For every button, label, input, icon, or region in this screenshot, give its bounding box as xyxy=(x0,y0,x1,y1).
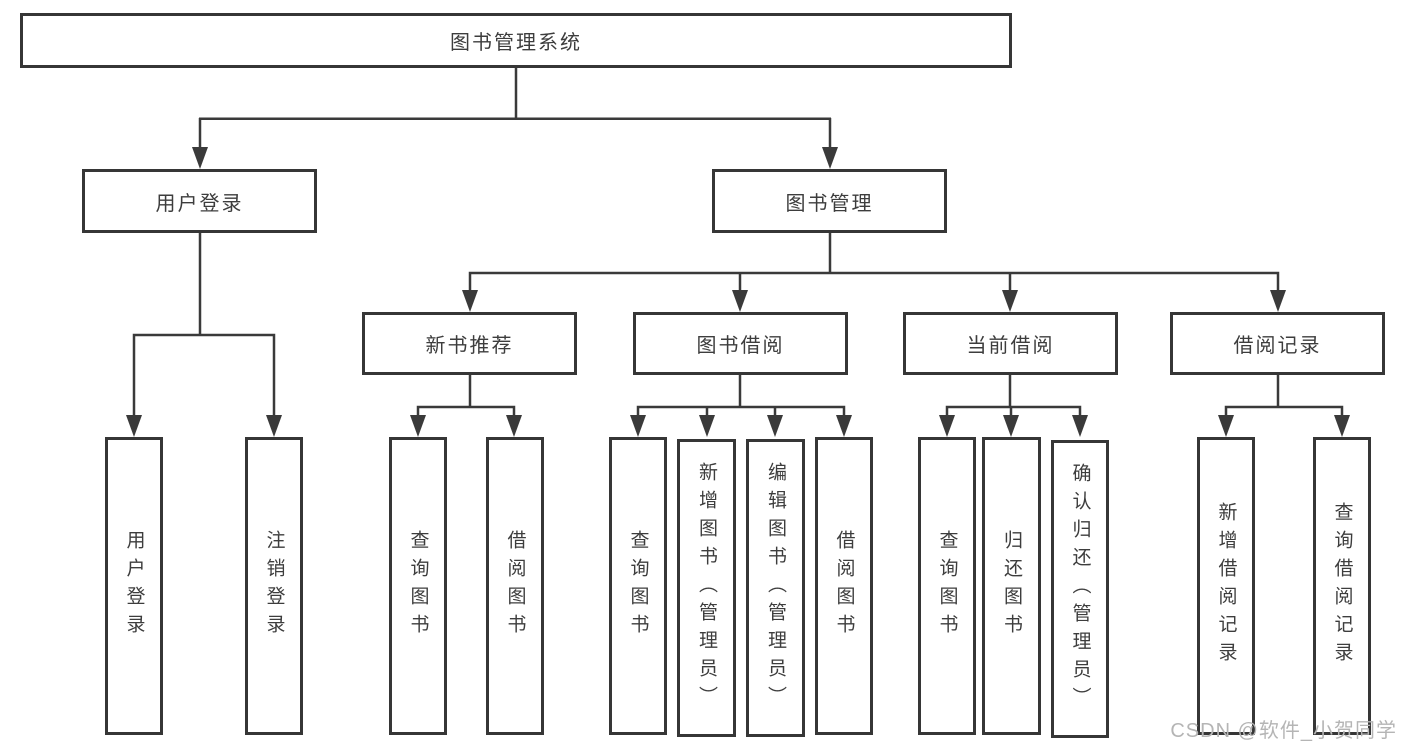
arrow-icon xyxy=(410,415,426,437)
arrow-icon xyxy=(836,415,852,437)
leaf-add-books-admin: 新增图书（管理员） xyxy=(677,439,736,737)
leaf-logout: 注销登录 xyxy=(245,437,303,735)
leaf-query-borrow-record: 查询借阅记录 xyxy=(1313,437,1371,735)
leaf-borrow-books: 借阅图书 xyxy=(815,437,873,735)
arrow-icon xyxy=(506,415,522,437)
node-library-management-system: 图书管理系统 xyxy=(20,13,1012,68)
node-user-login: 用户登录 xyxy=(82,169,317,233)
edge-userlogin-to-leaves xyxy=(132,233,276,420)
leaf-query-books-current: 查询图书 xyxy=(918,437,976,735)
edge-root-to-level2 xyxy=(198,68,832,152)
arrow-icon xyxy=(1334,415,1350,437)
csdn-watermark: CSDN @软件_小贺同学 xyxy=(1170,720,1397,742)
arrow-icon xyxy=(266,415,282,437)
arrowheads xyxy=(126,147,1350,437)
edge-currentborrow-to-leaves xyxy=(945,375,1082,420)
leaf-add-borrow-record: 新增借阅记录 xyxy=(1197,437,1255,735)
edge-records-to-leaves xyxy=(1224,375,1344,420)
node-current-borrowing: 当前借阅 xyxy=(903,312,1118,375)
leaf-user-login: 用户登录 xyxy=(105,437,163,735)
arrow-icon xyxy=(1270,290,1286,312)
arrow-icon xyxy=(699,415,715,437)
leaf-query-books-recommend: 查询图书 xyxy=(389,437,447,735)
arrow-icon xyxy=(1002,290,1018,312)
edge-newbook-to-leaves xyxy=(416,375,516,420)
arrow-icon xyxy=(1003,415,1019,437)
arrow-icon xyxy=(192,147,208,169)
node-new-book-recommendation: 新书推荐 xyxy=(362,312,577,375)
arrow-icon xyxy=(822,147,838,169)
arrow-icon xyxy=(1218,415,1234,437)
leaf-confirm-return-admin: 确认归还（管理员） xyxy=(1051,440,1109,738)
arrow-icon xyxy=(767,415,783,437)
leaf-query-books-borrow: 查询图书 xyxy=(609,437,667,735)
arrow-icon xyxy=(462,290,478,312)
leaf-return-books: 归还图书 xyxy=(982,437,1041,735)
leaf-borrow-books-recommend: 借阅图书 xyxy=(486,437,544,735)
edge-bookborrow-to-leaves xyxy=(636,375,846,420)
node-borrowing-records: 借阅记录 xyxy=(1170,312,1385,375)
arrow-icon xyxy=(1072,415,1088,437)
leaf-edit-books-admin: 编辑图书（管理员） xyxy=(746,439,805,737)
edge-bookmgmt-to-level3 xyxy=(468,233,1280,295)
node-book-management: 图书管理 xyxy=(712,169,947,233)
node-book-borrowing: 图书借阅 xyxy=(633,312,848,375)
arrow-icon xyxy=(126,415,142,437)
arrow-icon xyxy=(939,415,955,437)
arrow-icon xyxy=(630,415,646,437)
arrow-icon xyxy=(732,290,748,312)
